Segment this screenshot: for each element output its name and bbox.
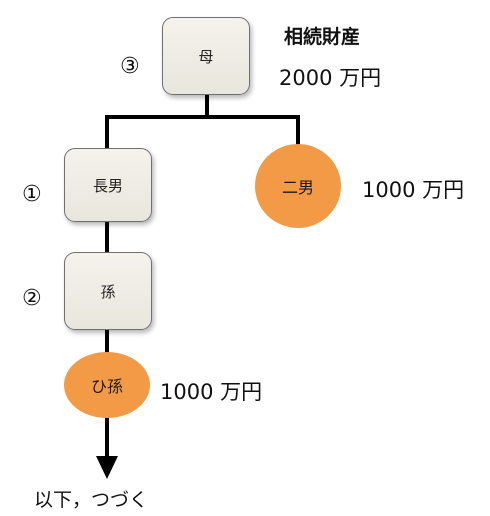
- great-grandchild-node: ひ孫: [64, 352, 150, 418]
- marker-eldest-son: ①: [22, 182, 42, 207]
- eldest-son-node: 長男: [64, 148, 152, 222]
- great-grandchild-share: 1000 万円: [160, 380, 263, 404]
- second-son-node-label: 二男: [281, 178, 314, 197]
- marker-grandchild: ②: [22, 286, 42, 311]
- eldest-son-node-label: 長男: [92, 176, 123, 195]
- second-son-share: 1000 万円: [362, 178, 465, 202]
- marker-mother: ③: [120, 54, 140, 79]
- estate-title: 相続財産: [284, 26, 361, 48]
- grandchild-node: 孫: [64, 252, 152, 330]
- continuation-arrow-head: [96, 456, 118, 479]
- second-son-node: 二男: [255, 144, 341, 228]
- grandchild-node-label: 孫: [100, 282, 116, 301]
- great-grandchild-node-label: ひ孫: [90, 377, 123, 396]
- mother-node-label: 母: [198, 47, 214, 66]
- mother-node: 母: [162, 17, 250, 95]
- estate-amount: 2000 万円: [279, 66, 382, 90]
- continuation-text: 以下，つづく: [34, 489, 149, 511]
